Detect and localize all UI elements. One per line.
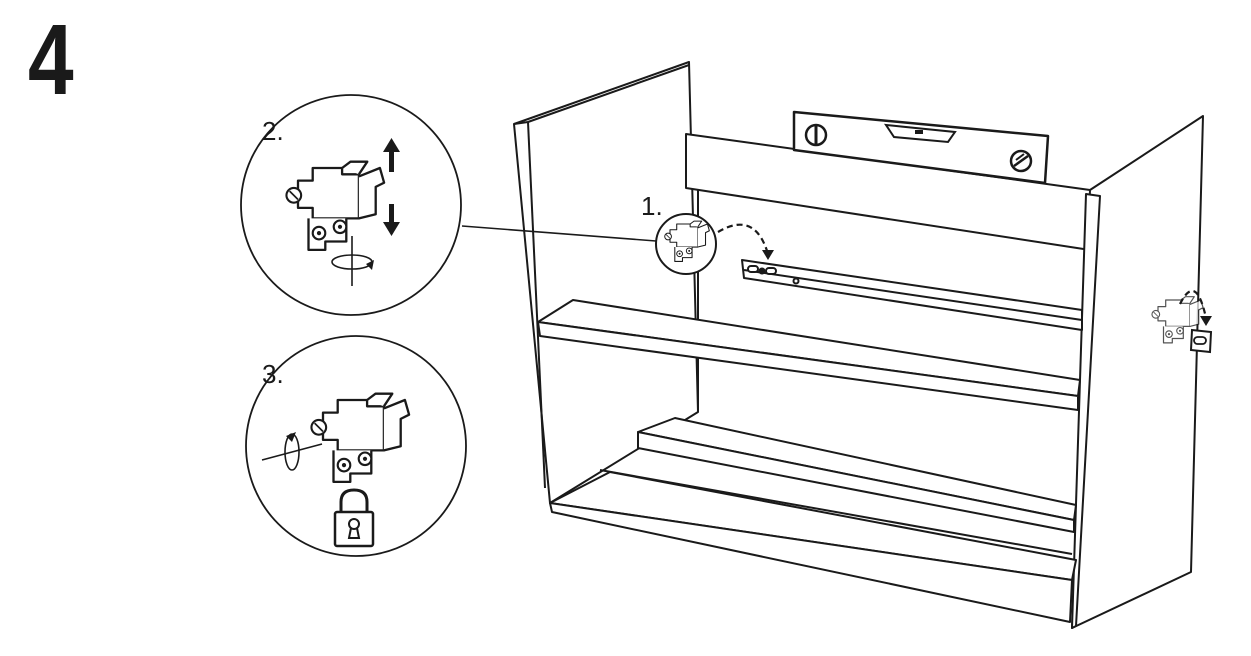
- up-down-arrows-icon: [383, 138, 400, 236]
- step-number: 4: [28, 4, 74, 116]
- callout-label-1: 1.: [641, 191, 663, 221]
- callout-label-2: 2.: [262, 116, 284, 146]
- cabinet-bottom-drawer-base: [549, 417, 1077, 623]
- arrow-down-icon: [762, 250, 774, 260]
- drawer-rail-icon: [741, 259, 1083, 331]
- arrow-down-icon: [1200, 316, 1212, 326]
- hinge-detail-bubble-1: [655, 213, 774, 275]
- leader-line: [461, 225, 657, 242]
- detail-circle-2: [240, 94, 462, 316]
- detail-circle-3: [245, 335, 467, 557]
- cabinet-middle-shelf: [537, 299, 1081, 411]
- rotate-arrow-icon: [331, 236, 374, 286]
- spirit-level-icon: [792, 110, 1050, 185]
- callout-label-3: 3.: [262, 359, 284, 389]
- rotate-arrow-icon: [261, 432, 323, 471]
- side-hinge-detail: [1151, 289, 1213, 354]
- padlock-icon: [333, 488, 375, 548]
- cabinet-right-side-panel: [1071, 115, 1204, 629]
